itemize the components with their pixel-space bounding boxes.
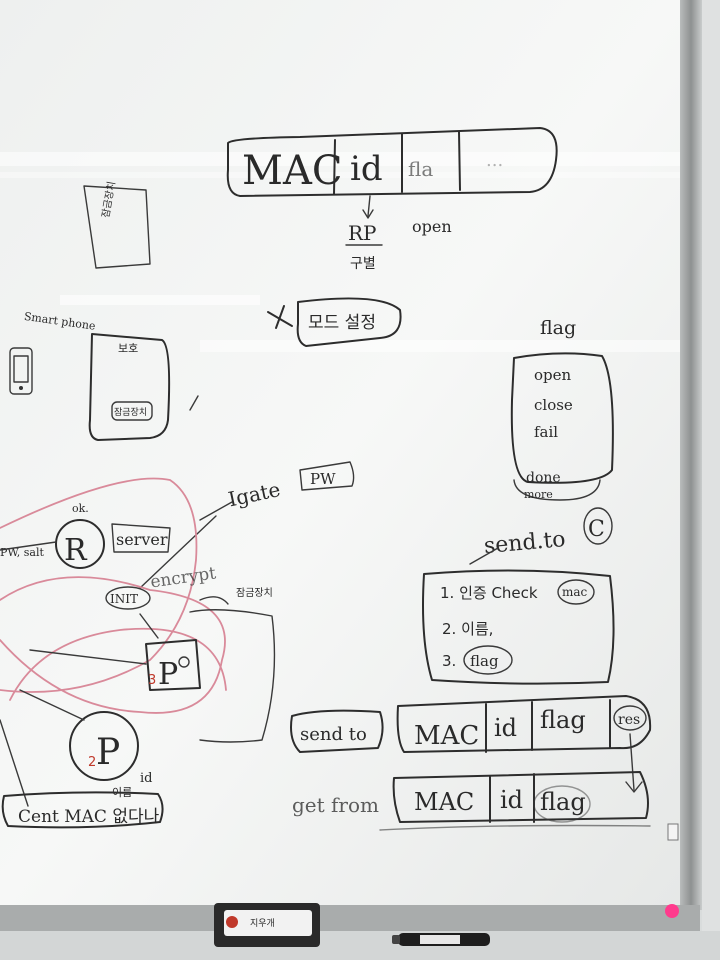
p-node-2-label: P: [96, 732, 120, 773]
mode-setting-box: 모드 설정: [267, 297, 402, 347]
p-node-3-label: P: [158, 657, 178, 692]
lock-label: 잠금장치: [236, 587, 273, 599]
c-oval: C: [583, 507, 613, 545]
p-node-3-num: 3: [148, 673, 156, 688]
check-item-2: 2. 이름,: [442, 620, 493, 638]
smartphone-icon: [9, 347, 33, 395]
get-from-cell-id: id: [500, 786, 523, 814]
top-flag-partial: fla: [408, 157, 433, 181]
eraser-label: 지우개: [250, 918, 275, 929]
check-list-box: 1. 인증 Check mac 2. 이름, 3. flag: [422, 569, 615, 685]
get-from-label: get from: [292, 793, 379, 817]
rp-label: RP: [348, 221, 377, 245]
p-small-label: id: [140, 771, 152, 786]
rp-sub: 구별: [350, 256, 376, 272]
flag-item-open: open: [534, 366, 572, 384]
pw-label: PW: [310, 470, 336, 488]
get-from-cell-mac: MAC: [414, 788, 474, 816]
whiteboard-surface: [0, 0, 680, 905]
marker-tray: [0, 905, 700, 931]
top-record-box: MAC id fla ...: [226, 127, 558, 197]
send-to-row: send to MAC id flag res: [290, 695, 652, 753]
p-node-2-num: 2: [88, 755, 96, 770]
eraser[interactable]: 지우개: [214, 903, 320, 947]
server-label: server: [116, 530, 168, 549]
check-item-3-num: 3.: [442, 652, 456, 670]
p-node-3: P 3: [145, 639, 201, 692]
check-item-3-circle: flag: [470, 652, 499, 670]
cent-mac-box: Cent MAC 없다나: [1, 791, 164, 829]
phone-box-label-1: 보호: [118, 342, 138, 355]
board-frame-right: [680, 0, 702, 910]
init-oval: INIT: [105, 586, 151, 610]
flag-title: flag: [540, 317, 576, 339]
check-item-1-circle: mac: [562, 585, 588, 599]
p-node-2: P 2: [69, 711, 139, 781]
send-to-cell-id: id: [494, 714, 517, 742]
send-to-extra: res: [618, 712, 640, 728]
top-faint: ...: [486, 150, 503, 171]
flag-item-more: more: [524, 488, 553, 501]
marker-pen[interactable]: [392, 933, 490, 946]
tray-magnet: [665, 904, 679, 918]
init-label: INIT: [110, 592, 138, 606]
open-label: open: [412, 217, 452, 236]
cent-mac-label: Cent MAC 없다나: [18, 807, 160, 827]
pw-salt-label: PW, salt: [0, 546, 44, 559]
check-item-1: 1. 인증 Check: [440, 584, 538, 602]
mode-setting-label: 모드 설정: [308, 313, 376, 333]
send-to-cell-flag: flag: [540, 706, 586, 734]
flag-item-close: close: [534, 396, 573, 414]
get-from-row: get from MAC id flag: [292, 771, 649, 823]
r-node-label: R: [64, 533, 88, 568]
top-id: id: [350, 149, 383, 189]
flag-list-box: open close fail done more: [510, 352, 614, 501]
phone-frame-box: 보호 잠금장치: [88, 333, 171, 441]
phone-box-label-2: 잠금장치: [114, 406, 147, 418]
flag-item-done: done: [526, 470, 561, 486]
c-label: C: [588, 517, 605, 542]
send-to-cell-mac: MAC: [414, 721, 479, 751]
flag-item-fail: fail: [534, 423, 558, 441]
ok-label: ok.: [72, 502, 89, 515]
top-mac: MAC: [242, 148, 342, 194]
get-from-cell-flag: flag: [540, 788, 586, 816]
pw-box: PW: [299, 461, 355, 491]
send-to-label: send to: [300, 724, 367, 745]
server-box: server: [111, 523, 171, 553]
r-node: R: [55, 519, 105, 569]
